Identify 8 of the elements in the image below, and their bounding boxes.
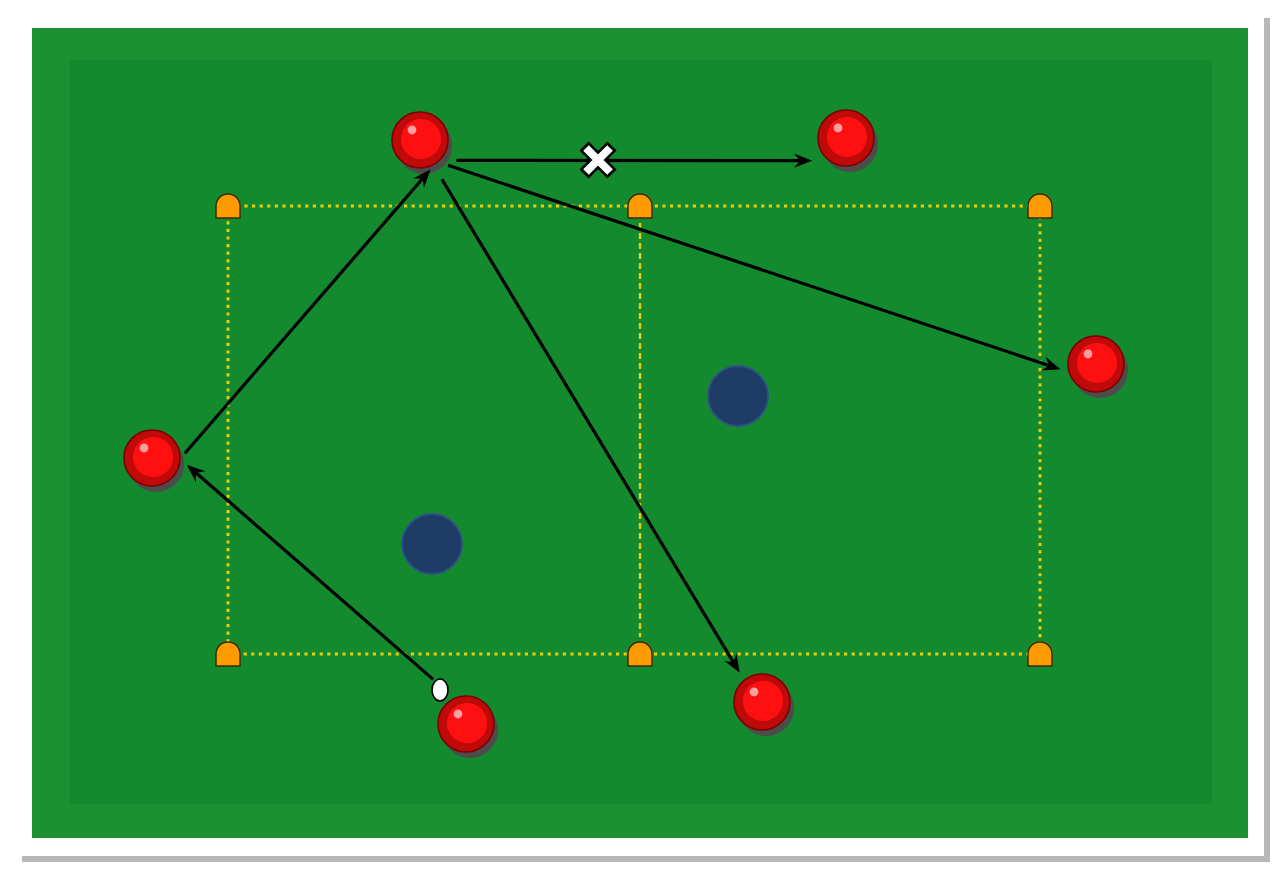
player-token: [707, 365, 769, 427]
player-token: [817, 109, 878, 172]
player-token: [437, 695, 498, 758]
player-token: [123, 429, 184, 492]
player-token: [1067, 335, 1128, 398]
player-token: [391, 111, 452, 174]
player-token: [733, 673, 794, 736]
player-token: [401, 513, 463, 575]
